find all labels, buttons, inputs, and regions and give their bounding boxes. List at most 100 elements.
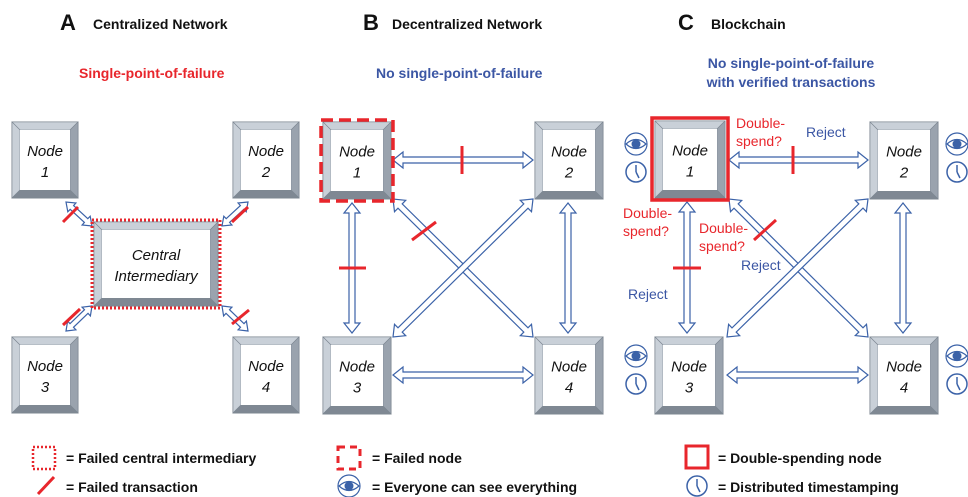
panel-c-subtitle-line1: No single-point-of-failure <box>708 55 875 71</box>
eye-icon <box>945 344 968 368</box>
panel-a-node-2-label-line1: Node <box>248 143 284 160</box>
panel-c-node-1: Node 1 <box>654 120 726 199</box>
panel-a-arrow-node4-central <box>221 305 249 332</box>
panel-a-subtitle: Single-point-of-failure <box>79 65 225 81</box>
panel-b-node-1-label-line1: Node <box>339 144 375 161</box>
legend-failed-transaction-swatch <box>36 475 56 496</box>
panel-c-node-4-label-line2: 4 <box>900 380 908 397</box>
panel-b-node-1-label-line2: 1 <box>353 165 361 182</box>
nodes: Node1Node2Node3Node4CentralIntermediaryN… <box>11 120 939 415</box>
legend-everyone-sees-text: = Everyone can see everything <box>372 479 577 495</box>
panel-a-node-3: Node 3 <box>11 336 79 414</box>
panel-a-arrow-node2-central <box>221 201 249 227</box>
legend-failed-node-text: = Failed node <box>372 450 462 466</box>
panel-a-node-3-label-line2: 3 <box>41 379 50 396</box>
eye-icon <box>624 344 648 368</box>
legend-failed-node-swatch <box>336 445 362 471</box>
clock-icon <box>625 161 647 183</box>
connection-arrows <box>65 150 913 385</box>
panel-b-title: Decentralized Network <box>392 16 542 32</box>
panel-b-node-2-label-line2: 2 <box>564 165 574 182</box>
legend-timestamping-text: = Distributed timestamping <box>718 479 899 495</box>
panel-c-node-3-label-line1: Node <box>671 359 707 376</box>
double-spending-node-outline <box>650 116 730 202</box>
panel-c-subtitle-line2: with verified transactions <box>706 74 876 90</box>
clock-icon <box>946 161 968 183</box>
panel-a-failed-link-2 <box>230 205 250 224</box>
panel-c-node-4-label-line1: Node <box>886 359 922 376</box>
reject-label-left: Reject <box>628 286 668 302</box>
panel-a-central-intermediary-label-line1: Central <box>132 247 181 264</box>
panel-b-node-2-label-line1: Node <box>551 144 587 161</box>
legend-failed-central-swatch <box>31 445 57 471</box>
panel-b-node-2: Node 2 <box>534 121 604 200</box>
panel-a-title: Centralized Network <box>93 16 228 32</box>
failed-transaction-marks <box>61 146 795 327</box>
panel-a-node-2-label-line2: 2 <box>261 164 271 181</box>
panel-c-node-1-label-line1: Node <box>672 143 708 160</box>
legend-failed-transaction-text: = Failed transaction <box>66 479 198 495</box>
panel-b-subtitle: No single-point-of-failure <box>376 65 543 81</box>
double-spend-label-top-line2: spend? <box>736 133 782 149</box>
panel-b-node-4-label-line2: 4 <box>565 380 573 397</box>
panel-a-node-1-label-line1: Node <box>27 143 63 160</box>
panel-b-node-4-label-line1: Node <box>551 359 587 376</box>
panel-c-node-2-label-line2: 2 <box>899 165 909 182</box>
panel-a-node-1-label-line2: 1 <box>41 164 49 181</box>
clock-icon <box>946 373 968 395</box>
panel-a-letter: A <box>60 10 76 35</box>
legend-failed-central-text: = Failed central intermediary <box>66 450 256 466</box>
double-spend-label-diag-line2: spend? <box>699 238 745 254</box>
panel-a-node-4: Node 4 <box>232 336 300 414</box>
double-spend-label-left-line2: spend? <box>623 223 669 239</box>
reject-label-top: Reject <box>806 124 846 140</box>
panel-b-arrow-3-4 <box>392 365 534 385</box>
panel-c-failed-link-1-4 <box>752 218 778 242</box>
panel-c-title: Blockchain <box>711 16 786 32</box>
double-spend-label-diag-line1: Double- <box>699 220 748 236</box>
panel-a-failed-link-3 <box>61 307 82 327</box>
panel-a-failed-link-1 <box>61 205 80 224</box>
panel-b-arrow-2-4 <box>558 202 578 334</box>
panel-a-node-3-label-line1: Node <box>27 358 63 375</box>
panel-c-node-2: Node 2 <box>869 121 939 200</box>
panel-b-node-4: Node 4 <box>534 336 604 415</box>
panel-b-failed-link-1-4 <box>411 220 437 242</box>
clock-icon <box>686 475 708 497</box>
panel-a-node-4-label-line2: 4 <box>262 379 270 396</box>
panel-c-node-3-label-line2: 3 <box>685 380 694 397</box>
panel-c-arrow-2-3 <box>726 198 869 338</box>
panel-a-failed-link-4 <box>231 308 250 326</box>
panel-c-node-4: Node 4 <box>869 336 939 415</box>
panel-a-node-1: Node 1 <box>11 121 79 199</box>
panel-a-central-intermediary-label-line2: Intermediary <box>114 268 199 285</box>
panel-b-arrow-2-3 <box>392 198 534 338</box>
panel-c-letter: C <box>678 10 694 35</box>
failed-central-intermediary-outline <box>90 218 222 310</box>
eye-icon <box>337 474 361 497</box>
panel-b-node-1: Node 1 <box>322 121 392 200</box>
panel-b-node-3-label-line1: Node <box>339 359 375 376</box>
eye-icon <box>945 132 968 156</box>
legend-double-spending-swatch <box>684 444 710 470</box>
double-spend-label-left-line1: Double- <box>623 205 672 221</box>
panel-c-node-3: Node 3 <box>654 336 724 415</box>
double-spend-label-top-line1: Double- <box>736 115 785 131</box>
panel-c-arrow-3-4 <box>726 365 869 385</box>
eye-icon <box>624 132 648 156</box>
panel-b-node-3: Node 3 <box>322 336 392 415</box>
panel-b-letter: B <box>363 10 379 35</box>
legend-double-spending-text: = Double-spending node <box>718 450 882 466</box>
panel-c-node-1-label-line2: 1 <box>686 164 694 181</box>
panel-c-node-2-label-line1: Node <box>886 144 922 161</box>
panel-a-node-2: Node 2 <box>232 121 300 199</box>
panel-c-arrow-2-4 <box>893 202 913 334</box>
panel-b-node-3-label-line2: 3 <box>353 380 362 397</box>
failed-node-outline <box>319 118 395 203</box>
clock-icon <box>625 373 647 395</box>
reject-label-diag: Reject <box>741 257 781 273</box>
panel-c-arrow-1-2 <box>728 150 869 170</box>
panel-a-node-4-label-line1: Node <box>248 358 284 375</box>
